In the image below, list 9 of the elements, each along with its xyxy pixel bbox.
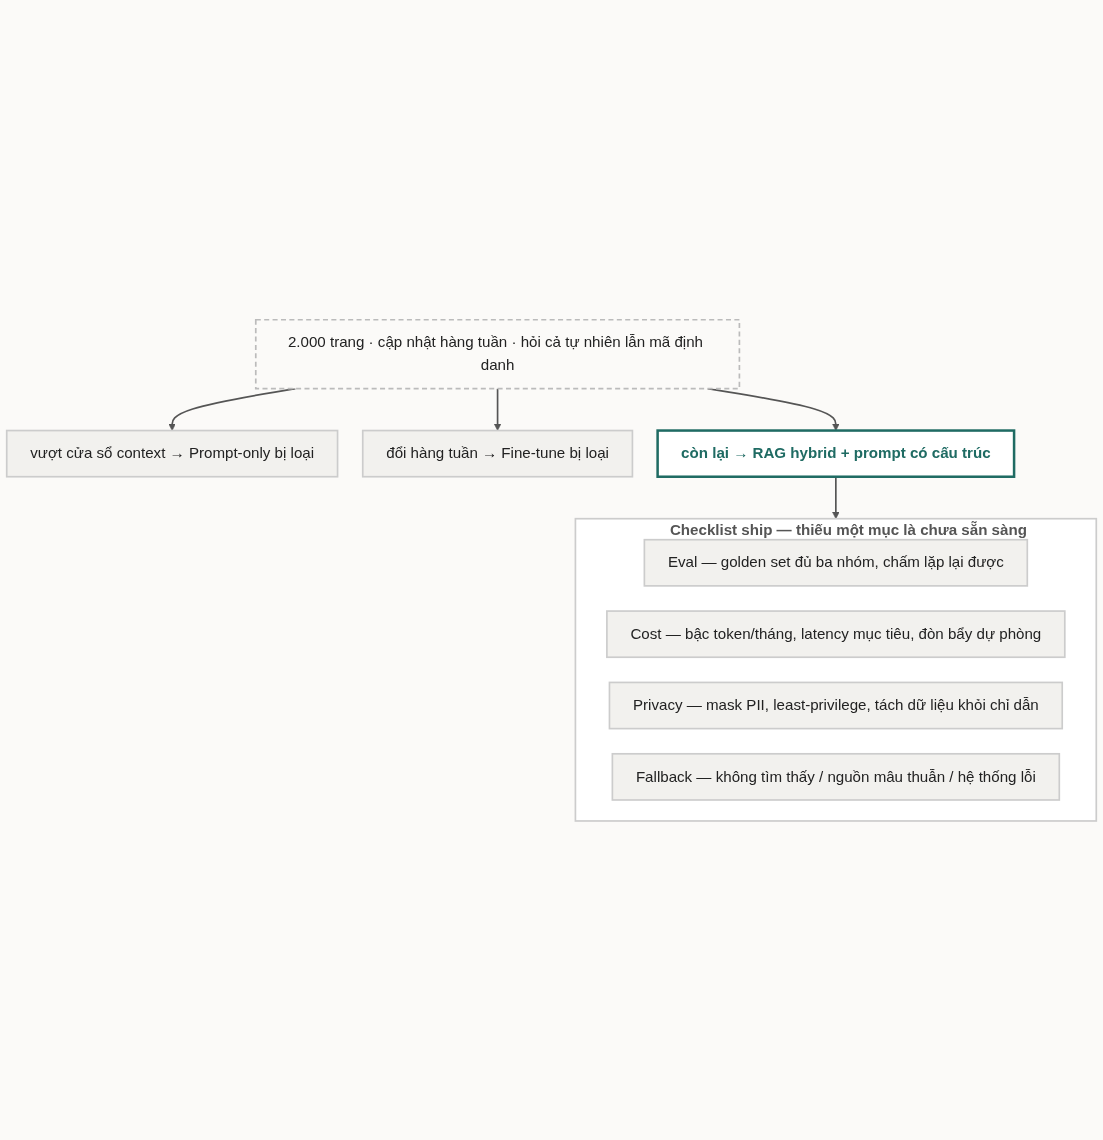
arrow	[493, 387, 502, 431]
node-box: Cost — bậc token/tháng, latency mục tiêu, đòn bẩy dự phòng	[606, 609, 1066, 658]
node-box: Eval — golden set đủ ba nhóm, chấm lặp lại được	[643, 538, 1029, 587]
node-box: Fallback — không tìm thấy / nguồn mâu thuẫn / hệ thống lỗi	[611, 752, 1061, 801]
node-box: Privacy — mask PII, least-privilege, tách dữ liệu khỏi chỉ dẫn	[608, 681, 1064, 730]
node-box: đổi hàng tuần → Fine-tune bị loại	[361, 429, 634, 478]
node-box: còn lại → RAG hybrid + prompt có cấu trúc	[656, 428, 1016, 478]
node-box: 2.000 trang · cập nhật hàng tuần · hỏi cả tự nhiên lẫn mã định danh	[254, 318, 741, 390]
node-box: vượt cửa sổ context → Prompt-only bị loại	[5, 429, 339, 478]
